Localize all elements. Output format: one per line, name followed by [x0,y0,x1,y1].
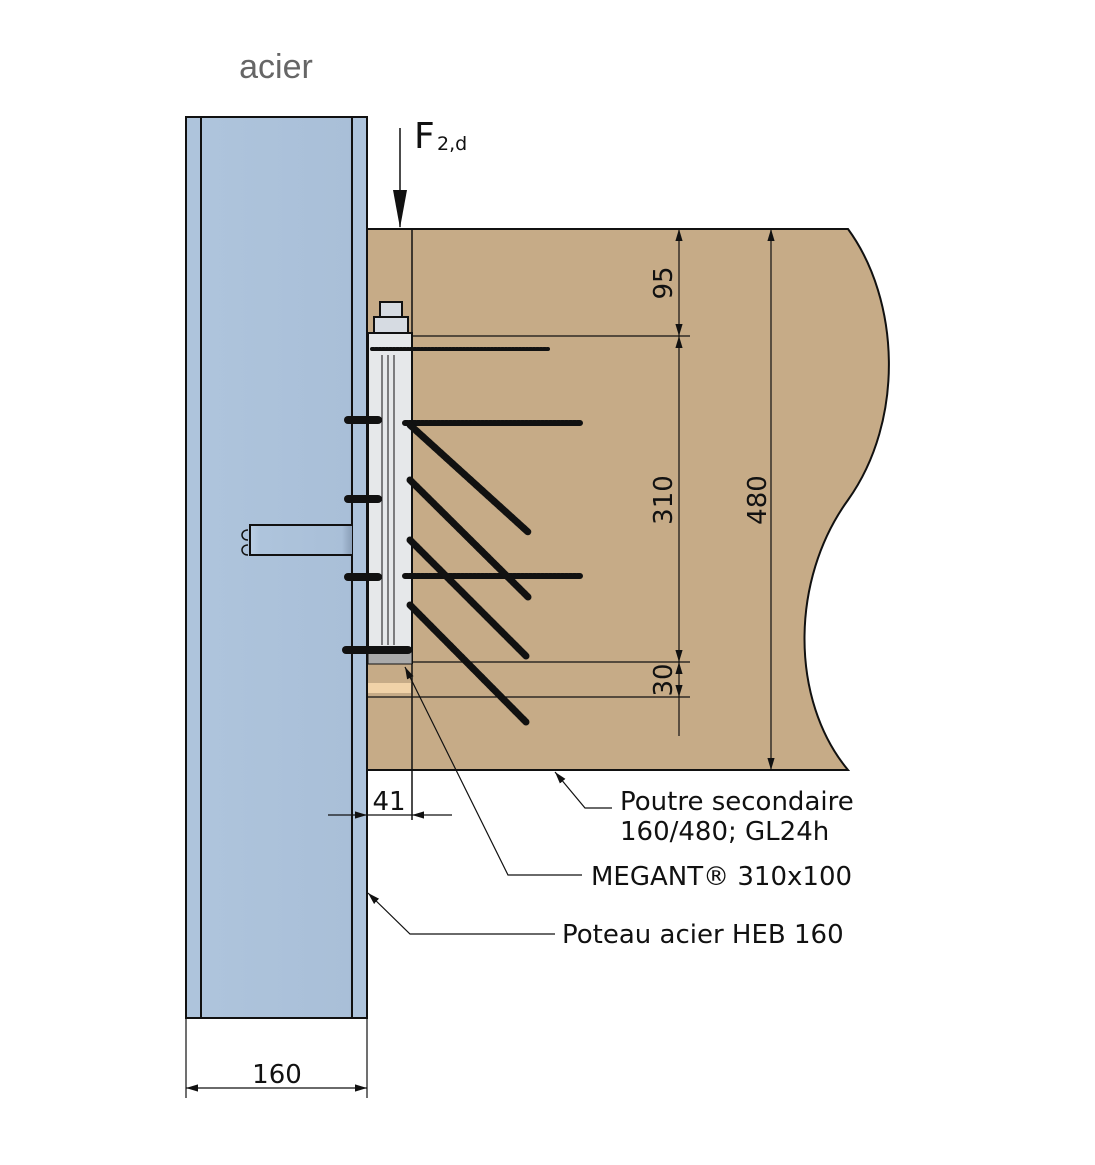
bolts [342,416,412,654]
secondary-beam [366,228,890,771]
beam-label-line1: Poutre secondaire [620,787,854,817]
column-label: Poteau acier HEB 160 [562,920,844,950]
megant-connector [367,301,413,665]
dimension-lines [185,229,775,1098]
beam-label-line2: 160/480; GL24h [620,817,829,847]
screws [370,347,583,726]
dim-95: 95 [649,266,679,299]
force-subscript: 2,d [437,133,467,155]
dim-30: 30 [649,663,679,696]
dim-41: 41 [372,787,405,817]
steel-column [185,116,368,1019]
dim-480: 480 [743,475,773,525]
dim-160: 160 [252,1060,302,1090]
force-symbol: F [414,116,435,157]
title-label: acier [239,48,313,86]
connector-label: MEGANT® 310x100 [591,862,852,892]
dim-310: 310 [649,475,679,525]
force-arrow: F 2,d [393,116,467,228]
